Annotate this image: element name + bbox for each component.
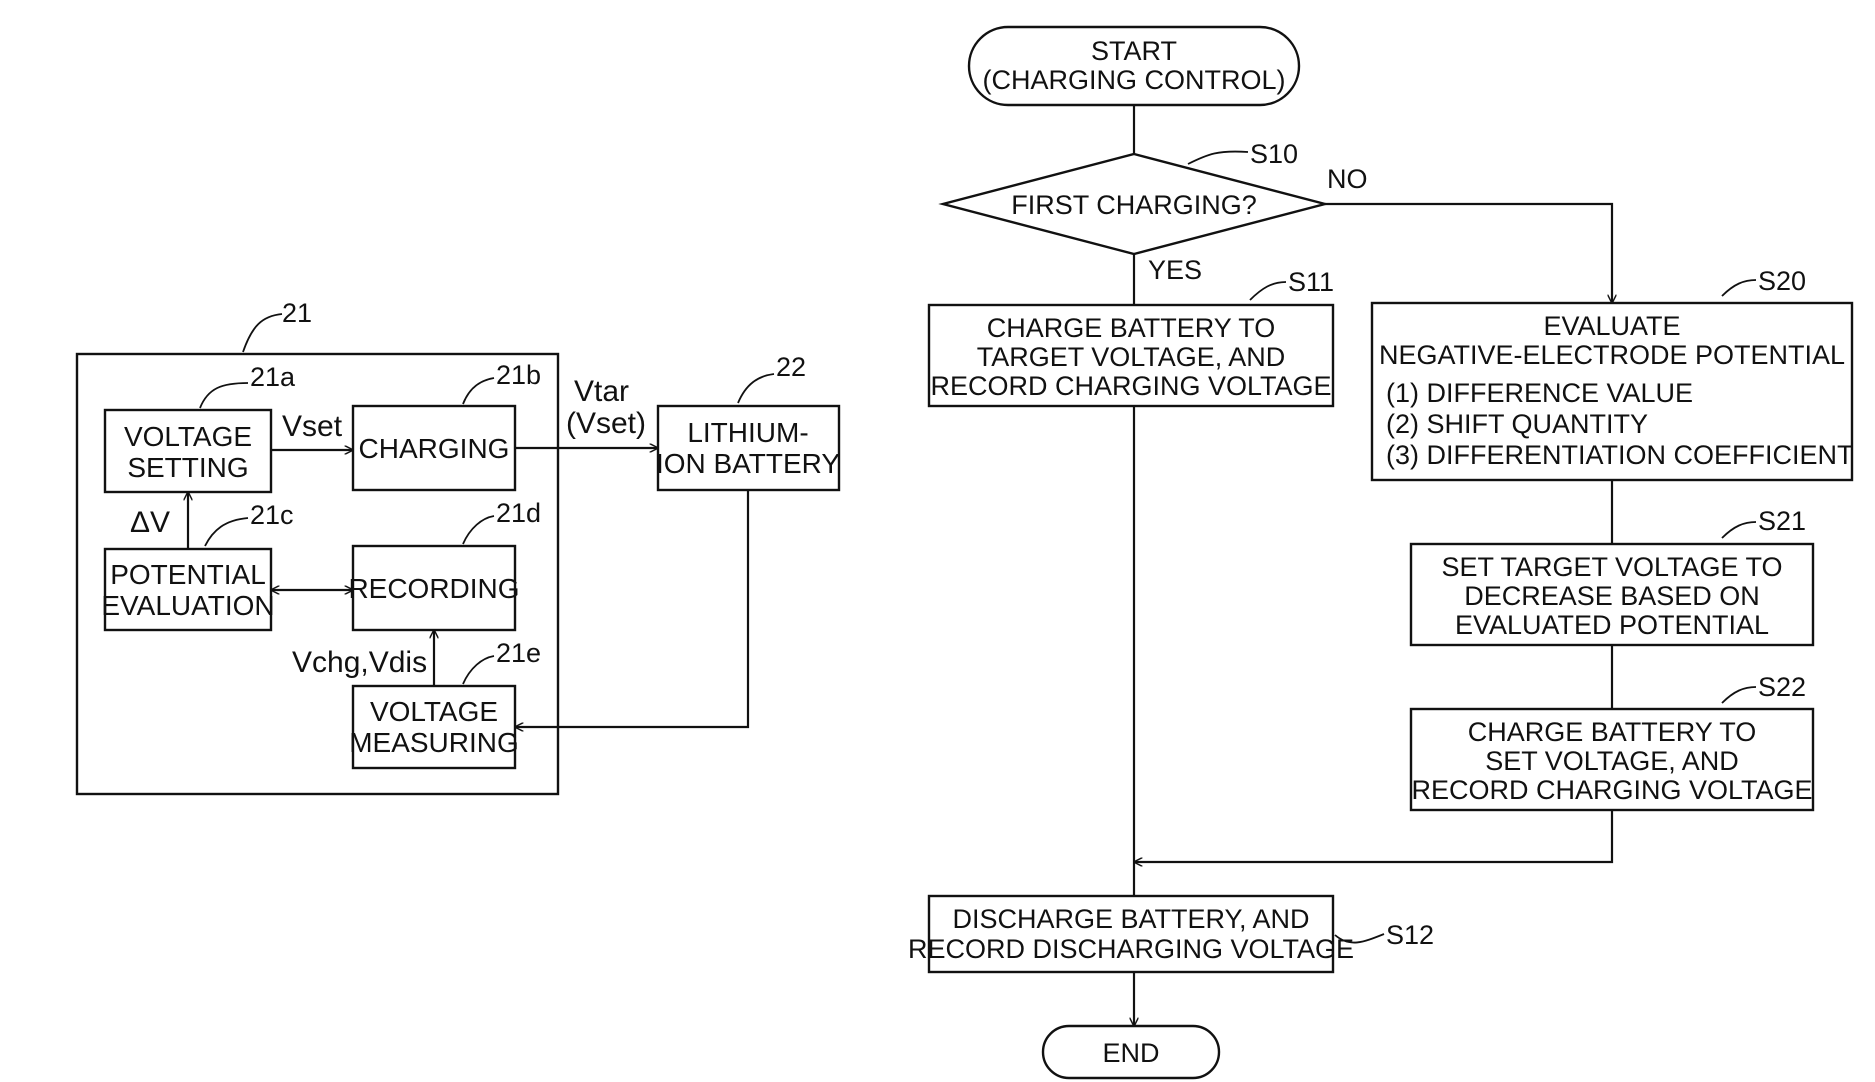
controller-21-ref: 21 (282, 298, 312, 328)
potential-evaluation-label: POTENTIAL (110, 559, 266, 590)
s11-text: TARGET VOLTAGE, AND (977, 342, 1286, 372)
voltage-measuring-label: VOLTAGE (370, 696, 498, 727)
potential-evaluation-ref: 21c (250, 500, 294, 530)
s20-item: (3) DIFFERENTIATION COEFFICIENT (1386, 440, 1854, 470)
s11-text: RECORD CHARGING VOLTAGE (930, 371, 1331, 401)
vchg-vdis-label: Vchg,Vdis (292, 646, 427, 679)
battery-label: ION BATTERY (656, 448, 840, 479)
controller-21-leader (243, 314, 282, 352)
s21-text: DECREASE BASED ON (1464, 581, 1760, 611)
s10-label: S10 (1250, 139, 1298, 169)
block-diagram: 21 VOLTAGE SETTING 21a CHARGING 21b POTE… (77, 298, 840, 794)
voltage-setting-label: SETTING (127, 452, 248, 483)
s12-text: DISCHARGE BATTERY, AND (952, 904, 1309, 934)
no-branch-arrow (1325, 204, 1612, 303)
s21-text: SET TARGET VOLTAGE TO (1441, 552, 1782, 582)
s22-leader (1722, 687, 1756, 703)
s12-label: S12 (1386, 920, 1434, 950)
s20-leader (1722, 280, 1756, 296)
s20-item: (2) SHIFT QUANTITY (1386, 409, 1648, 439)
recording-ref: 21d (496, 498, 541, 528)
s21-leader (1722, 522, 1756, 538)
s20-title: NEGATIVE-ELECTRODE POTENTIAL (1379, 340, 1845, 370)
voltage-measuring-ref: 21e (496, 638, 541, 668)
recording-label: RECORDING (348, 573, 519, 604)
battery-leader (738, 374, 774, 403)
s20-title: EVALUATE (1543, 311, 1680, 341)
voltage-measuring-label: MEASURING (349, 727, 519, 758)
s12-text: RECORD DISCHARGING VOLTAGE (908, 934, 1354, 964)
s22-merge-arrow (1134, 810, 1612, 862)
end-label: END (1102, 1038, 1159, 1068)
s22-text: SET VOLTAGE, AND (1485, 746, 1739, 776)
s11-leader (1250, 282, 1286, 300)
s20-item: (1) DIFFERENCE VALUE (1386, 378, 1693, 408)
s10-text: FIRST CHARGING? (1011, 190, 1257, 220)
s11-text: CHARGE BATTERY TO (987, 313, 1276, 343)
no-label: NO (1327, 164, 1368, 194)
potential-evaluation-label: EVALUATION (101, 590, 274, 621)
s22-text: CHARGE BATTERY TO (1468, 717, 1757, 747)
charging-ref: 21b (496, 360, 541, 390)
vtar-label: Vtar (574, 375, 629, 408)
flowchart: START (CHARGING CONTROL) FIRST CHARGING?… (908, 27, 1854, 1078)
voltage-setting-ref: 21a (250, 362, 296, 392)
vtar-paren-label: (Vset) (566, 407, 646, 440)
s11-label: S11 (1288, 267, 1334, 297)
s21-text: EVALUATED POTENTIAL (1455, 610, 1769, 640)
s22-text: RECORD CHARGING VOLTAGE (1411, 775, 1812, 805)
start-label: (CHARGING CONTROL) (983, 65, 1286, 95)
voltage-setting-label: VOLTAGE (124, 421, 252, 452)
delta-v-label: ΔV (130, 506, 170, 539)
s10-leader (1188, 152, 1248, 165)
s20-label: S20 (1758, 266, 1806, 296)
yes-label: YES (1148, 255, 1202, 285)
battery-ref: 22 (776, 352, 806, 382)
start-label: START (1091, 36, 1177, 66)
charging-label: CHARGING (359, 433, 510, 464)
s22-label: S22 (1758, 672, 1806, 702)
battery-label: LITHIUM- (687, 417, 808, 448)
s21-label: S21 (1758, 506, 1806, 536)
vset-label: Vset (282, 410, 343, 443)
